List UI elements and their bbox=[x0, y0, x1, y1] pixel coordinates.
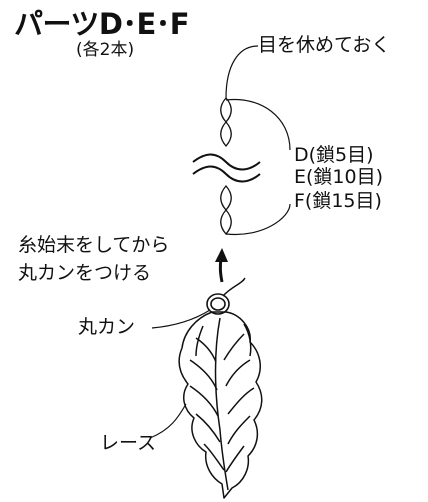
leader-jump-ring bbox=[151, 309, 211, 329]
instruction-line-1: 糸始末をしてから bbox=[18, 234, 170, 256]
chain-length-bracket bbox=[225, 98, 291, 236]
jump-ring-label: 丸カン bbox=[78, 316, 136, 338]
part-d-label: D(鎖5目) bbox=[294, 144, 374, 166]
chain-stitches-lower bbox=[220, 185, 232, 235]
instruction-line-2: 丸カンをつける bbox=[18, 262, 152, 284]
rest-stitch-note: 目を休めておく bbox=[258, 34, 391, 56]
leader-rest-stitch bbox=[225, 45, 259, 99]
leader-lace bbox=[149, 403, 187, 439]
chain-stitches-upper bbox=[220, 97, 232, 147]
up-arrow-icon bbox=[215, 248, 228, 283]
lace-label: レース bbox=[100, 432, 157, 454]
part-f-label: F(鎖15目) bbox=[294, 190, 382, 212]
chain-break-symbol bbox=[192, 153, 261, 183]
diagram-subtitle: (各2本) bbox=[76, 40, 135, 60]
lace-leaf-illustration bbox=[178, 311, 263, 499]
jump-ring-icon bbox=[206, 277, 246, 315]
part-e-label: E(鎖10目) bbox=[294, 166, 384, 188]
diagram-title: パーツD･E･F bbox=[14, 7, 190, 41]
